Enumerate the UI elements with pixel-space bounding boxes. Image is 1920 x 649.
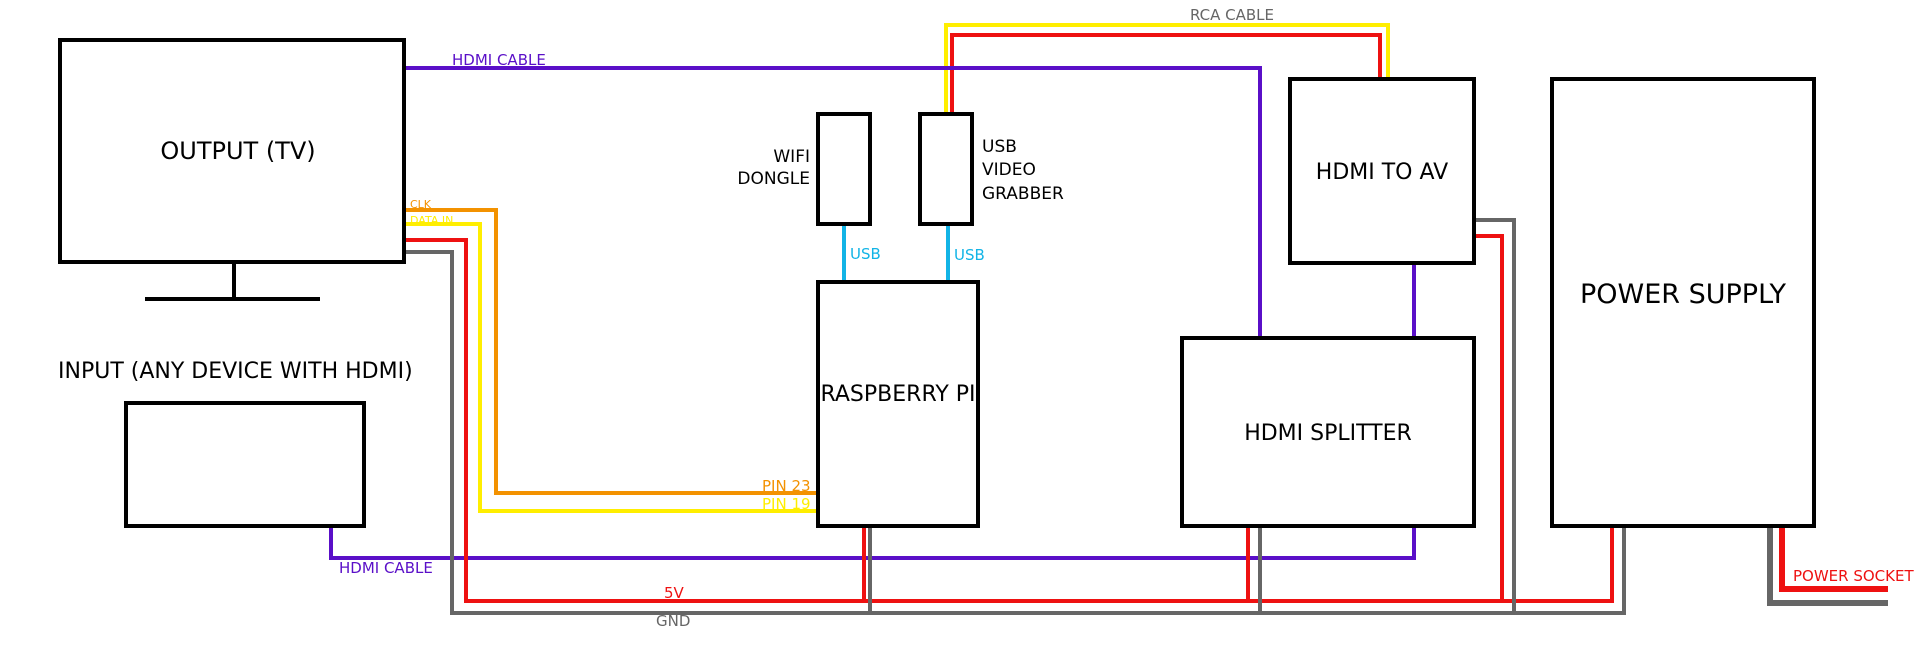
input-heading: INPUT (ANY DEVICE WITH HDMI) — [58, 359, 413, 384]
wifi-dongle-label-line2: DONGLE — [737, 169, 810, 189]
hdmi-cable-input-wire — [329, 527, 1416, 560]
pin-23-label: PIN 23 — [762, 477, 811, 495]
data-in-label: DATA IN — [410, 214, 453, 227]
usb-wifi-label: USB — [850, 245, 881, 263]
av-gnd-wire — [1476, 218, 1516, 613]
power-supply-box — [1550, 77, 1816, 528]
usb-video-grabber-box — [918, 112, 974, 226]
power-socket-label: POWER SOCKET — [1793, 567, 1914, 585]
hdmi-cable-bottom-label: HDMI CABLE — [339, 559, 433, 577]
power-socket-gnd-wire — [1767, 527, 1888, 606]
clk-wire — [406, 208, 818, 495]
input-device-box — [124, 401, 366, 528]
output-tv-label: OUTPUT (TV) — [160, 137, 315, 165]
usb-grabber-label-line1: USB — [982, 137, 1017, 157]
data-in-wire — [406, 222, 818, 513]
five-v-label: 5V — [664, 584, 685, 602]
power-supply-label: POWER SUPPLY — [1580, 279, 1787, 310]
hdmi-splitter-label: HDMI SPLITTER — [1244, 421, 1412, 446]
pin-19-label: PIN 19 — [762, 495, 811, 513]
rca-cable-label: RCA CABLE — [1190, 6, 1274, 24]
raspberry-pi-label: RASPBERRY PI — [820, 382, 975, 407]
gnd-label: GND — [656, 612, 690, 630]
hdmi-to-av-label: HDMI TO AV — [1316, 160, 1448, 185]
hdmi-splitter-box — [1180, 336, 1476, 528]
hdmi-to-av-box — [1288, 77, 1476, 265]
av-five-v-wire — [1476, 234, 1504, 601]
wifi-dongle-label-line1: WIFI — [773, 147, 810, 167]
rca-red-wire — [950, 33, 1382, 112]
usb-grabber-label-line2: VIDEO — [982, 160, 1036, 180]
raspberry-pi-box — [816, 280, 980, 528]
gnd-wire — [406, 250, 1626, 615]
hdmi-cable-top-label: HDMI CABLE — [452, 51, 546, 69]
usb-grabber-label-line3: GRABBER — [982, 184, 1064, 204]
wifi-dongle-box — [816, 112, 872, 226]
hdmi-cable-tv-wire — [406, 66, 1262, 337]
five-v-wire — [406, 238, 1614, 603]
usb-grabber-label: USB — [954, 246, 985, 264]
clk-label: CLK — [410, 198, 432, 211]
power-socket-live-wire — [1779, 527, 1888, 592]
